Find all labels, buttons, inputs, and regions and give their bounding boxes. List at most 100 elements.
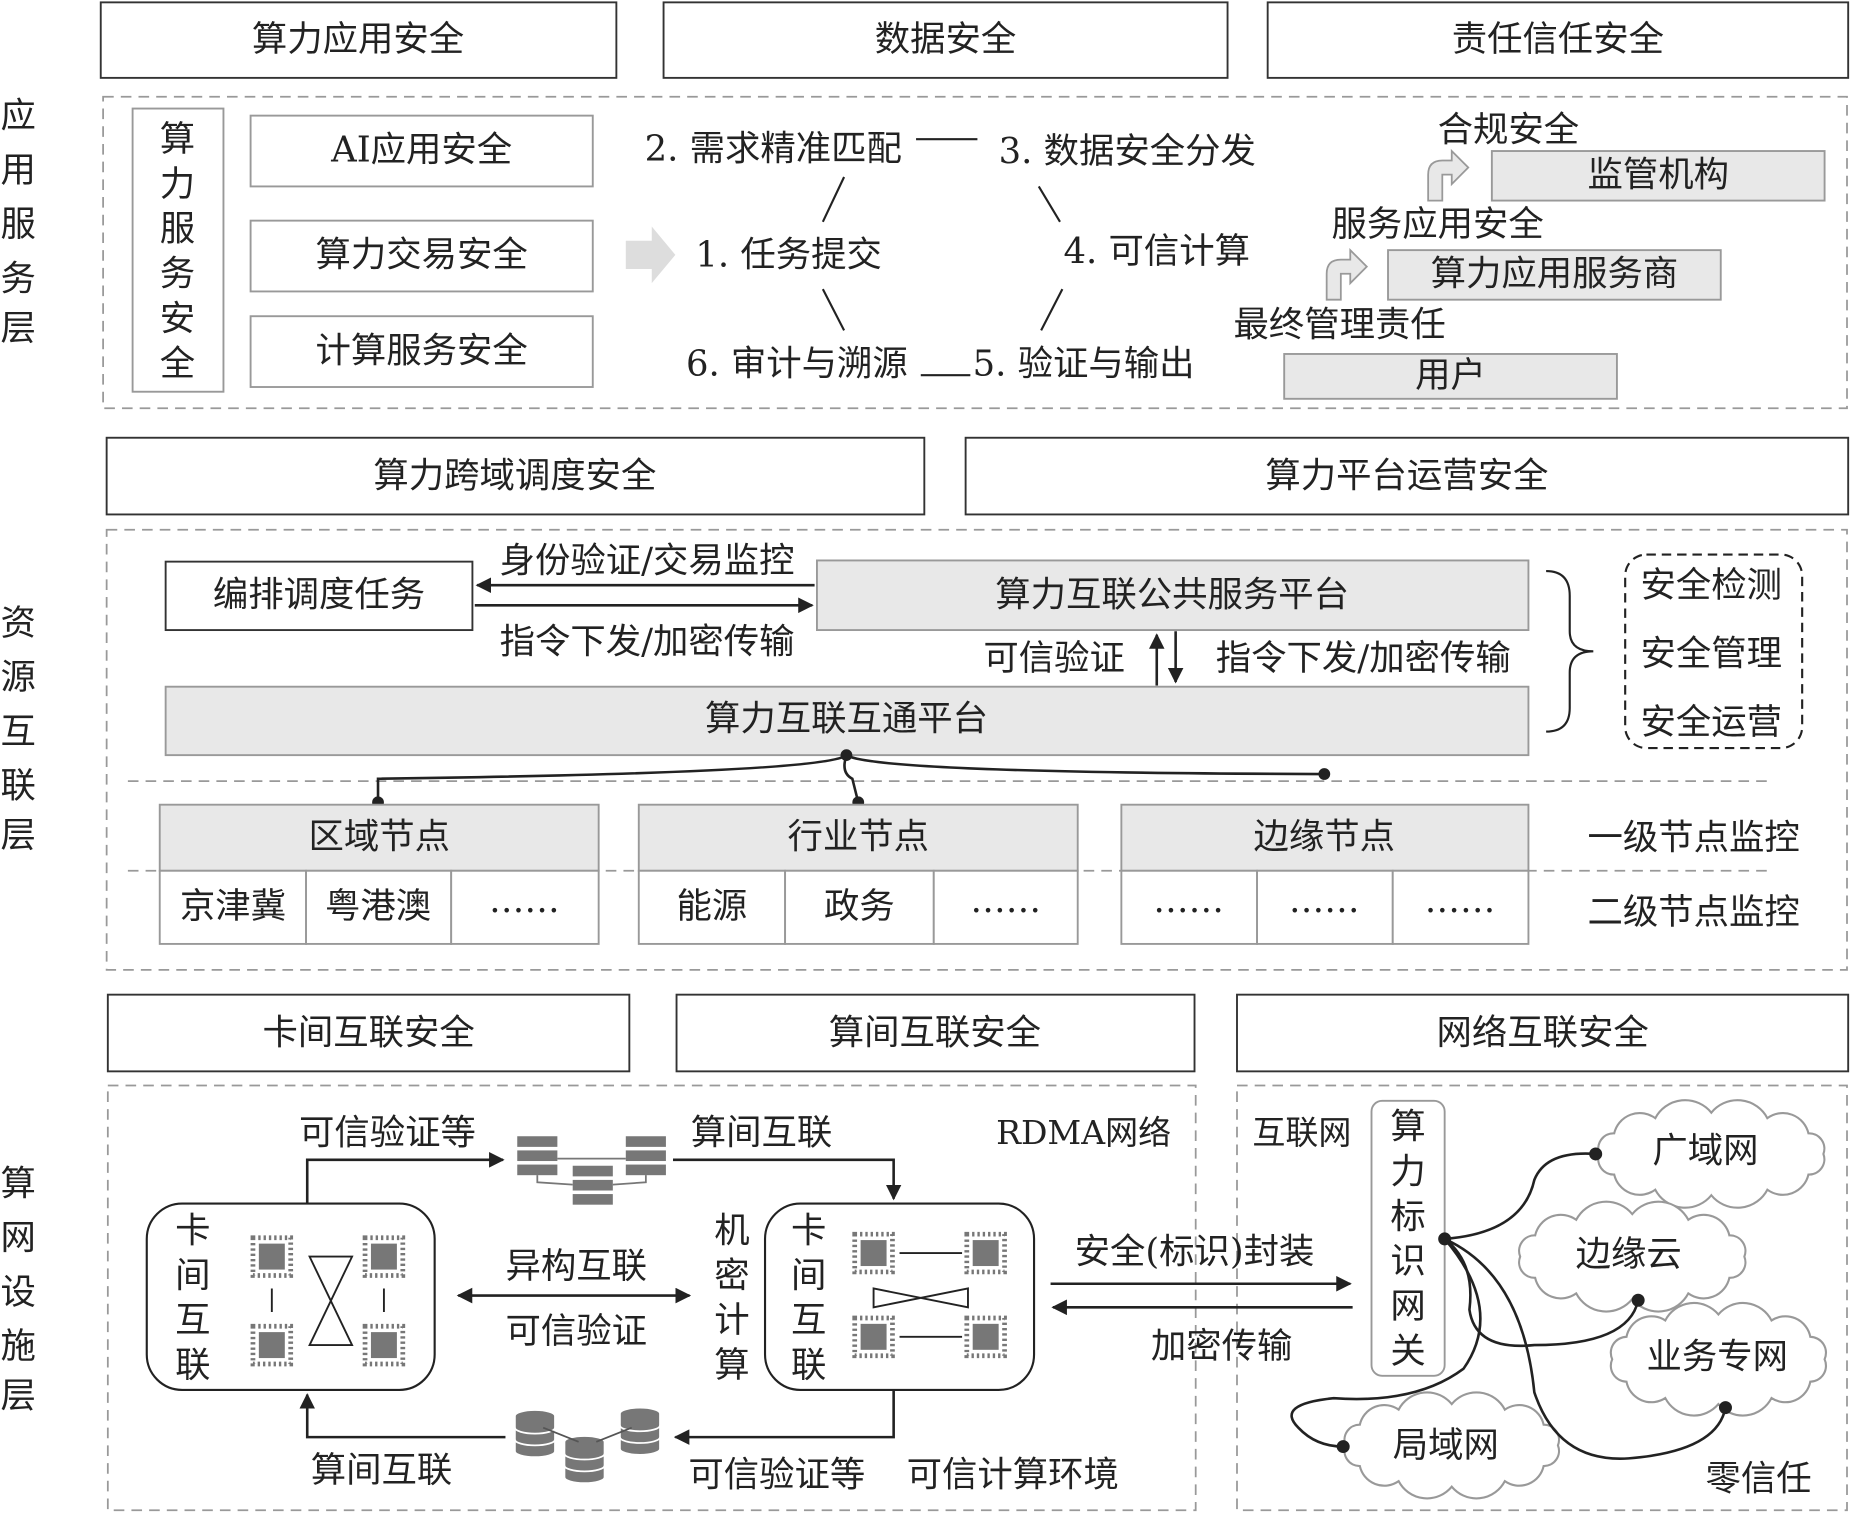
char: 联	[175, 1345, 210, 1386]
trusted-verify-etc-top: 可信验证等	[299, 1113, 476, 1154]
cloud-label: 业务专网	[1646, 1337, 1788, 1378]
chip-icon	[362, 1235, 406, 1278]
flow-arrow	[673, 1389, 895, 1445]
hetero-interconnect-label: 异构互联	[505, 1246, 647, 1287]
node-title: 边缘节点	[1254, 816, 1396, 857]
user-box: 用户	[1415, 355, 1486, 396]
char: 务	[160, 254, 195, 295]
char: 关	[1390, 1331, 1425, 1372]
char: 算	[160, 119, 195, 160]
inter-compute-bottom: 算间互联	[311, 1450, 453, 1491]
side-label-char: 源	[0, 657, 35, 698]
cloud-label: 局域网	[1393, 1425, 1499, 1466]
trusted-verify-label: 可信验证	[983, 638, 1125, 679]
public-service-platform: 算力互联公共服务平台	[995, 575, 1349, 616]
service-app-label: 服务应用安全	[1331, 204, 1543, 245]
char: 机	[714, 1211, 749, 1252]
side-label-char: 网	[0, 1218, 35, 1259]
side-label-char: 服	[0, 204, 35, 245]
cycle-step: 2. 需求精准匹配	[645, 129, 902, 170]
level1-monitor: 一级节点监控	[1587, 818, 1799, 859]
char: 安	[160, 298, 195, 339]
database-icon	[514, 1406, 661, 1485]
up-right-arrow-icon	[1325, 248, 1369, 301]
trusted-verify-etc-bottom: 可信验证等	[688, 1455, 865, 1496]
responsibility-chain: 合规安全 监管机构 服务应用安全 算力应用服务商 最终管理责任 用户	[1234, 110, 1826, 400]
cycle-step: 6. 审计与溯源	[686, 343, 908, 384]
side-label-char: 务	[0, 258, 35, 299]
side-label-char: 算	[0, 1163, 35, 1204]
secure-encap-label: 安全(标识)封装	[1075, 1232, 1315, 1273]
side-label-char: 层	[0, 1376, 35, 1417]
char: 联	[791, 1345, 826, 1386]
sub-node: ……	[489, 880, 560, 921]
side-label-char: 施	[0, 1326, 35, 1367]
cloud-edge	[1518, 1200, 1747, 1313]
chip-icon	[964, 1231, 1007, 1275]
header-inter-compute: 算间互联安全	[829, 1012, 1041, 1053]
flow-arrow	[299, 1393, 506, 1439]
chip-icon	[250, 1323, 294, 1367]
interconnect-platform: 算力互联互通平台	[705, 698, 988, 739]
brace	[1546, 570, 1594, 733]
side-label-char: 互	[0, 711, 35, 752]
char: 卡	[175, 1211, 210, 1252]
node-edge: 边缘节点 …… …… ……	[1120, 803, 1530, 945]
side-label-char: 用	[0, 150, 35, 191]
rdma-label: RDMA网络	[996, 1113, 1171, 1152]
side-label-char: 资	[0, 603, 35, 644]
sub-node: 京津冀	[180, 886, 286, 927]
char: 力	[1390, 1152, 1425, 1193]
chip-icon	[362, 1323, 406, 1367]
cycle-step: 1. 任务提交	[695, 235, 882, 276]
chip-icon	[852, 1231, 895, 1275]
sub-node: ……	[1153, 880, 1224, 921]
internet-label: 互联网	[1252, 1113, 1351, 1152]
provider-box: 算力应用服务商	[1431, 254, 1679, 295]
char: 算	[714, 1345, 749, 1386]
side-label-resource-layer: 资 源 互 联 层	[0, 603, 35, 856]
up-right-arrow-icon	[1427, 148, 1470, 202]
node-title: 行业节点	[787, 816, 929, 857]
node-region: 区域节点 京津冀 粤港澳 ……	[158, 803, 600, 945]
header-card-interconnect: 卡间互联安全	[262, 1012, 474, 1053]
header-network-interconnect: 网络互联安全	[1436, 1012, 1648, 1053]
side-label-char: 设	[0, 1272, 35, 1313]
header-platform-operation: 算力平台运营安全	[1265, 455, 1548, 496]
server-icon	[517, 1136, 666, 1205]
ai-app-security: AI应用安全	[330, 130, 512, 171]
gateway-connectors	[1290, 1147, 1732, 1460]
chip-links	[270, 1255, 385, 1347]
node-title: 区域节点	[308, 816, 450, 857]
sub-node: 政务	[824, 886, 895, 927]
command-transfer-label: 指令下发/加密传输	[1216, 638, 1511, 679]
cloud-private-net	[1609, 1301, 1828, 1417]
chip-icon	[964, 1315, 1007, 1359]
security-detection: 安全检测	[1641, 565, 1783, 606]
sub-node: 能源	[677, 886, 748, 927]
encrypt-transfer-label: 加密传输	[1151, 1326, 1293, 1367]
header-compute-app-security: 算力应用安全	[252, 19, 464, 60]
trade-security-box	[249, 219, 594, 293]
char: 网	[1390, 1286, 1425, 1327]
chip-icon	[250, 1235, 294, 1278]
infra-left-dashed-box	[106, 1084, 1197, 1512]
chip-links	[872, 1252, 969, 1338]
command-encrypt-label: 指令下发/加密传输	[500, 622, 795, 663]
sub-node: ……	[1289, 880, 1360, 921]
side-label-char: 联	[0, 766, 35, 807]
level2-monitor: 二级节点监控	[1587, 892, 1799, 933]
compute-service-security: 计算服务安全	[316, 330, 528, 371]
sub-node: ……	[1425, 880, 1496, 921]
app-headers: 算力应用安全 数据安全 责任信任安全	[99, 1, 1850, 79]
char: 间	[175, 1255, 210, 1296]
char: 互	[791, 1300, 826, 1341]
identity-monitor-label: 身份验证/交易监控	[500, 540, 795, 581]
regulator-box: 监管机构	[1587, 154, 1729, 195]
header-data-security: 数据安全	[875, 19, 1017, 60]
zero-trust-label: 零信任	[1705, 1458, 1811, 1499]
infra-right-dashed-box	[1236, 1084, 1848, 1512]
char: 标	[1390, 1196, 1425, 1237]
compute-service-security-box	[249, 315, 594, 388]
